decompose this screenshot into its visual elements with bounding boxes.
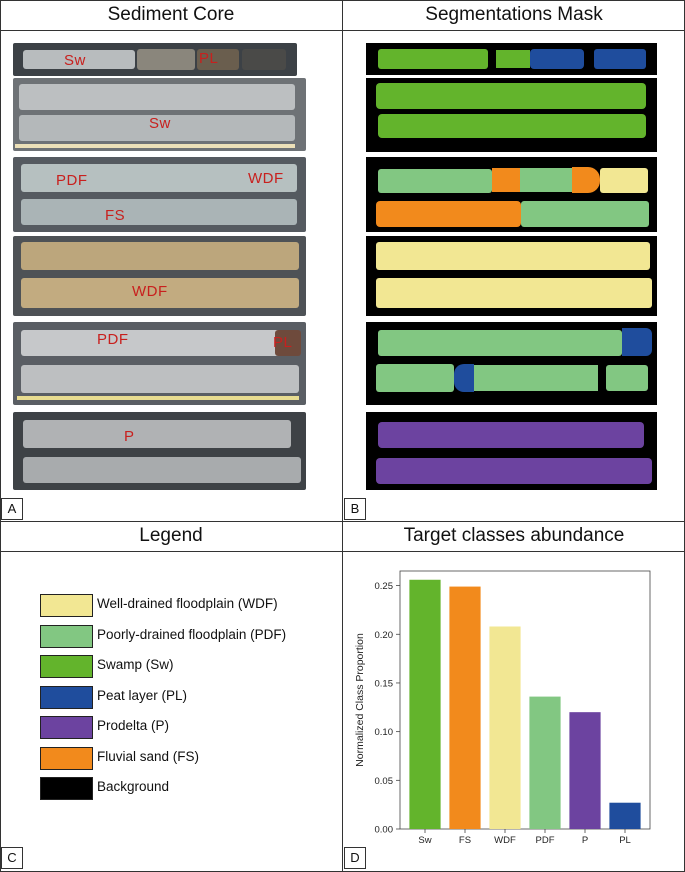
legend-label: Fluvial sand (FS) [97, 748, 200, 764]
core-box-6 [13, 412, 306, 490]
mask-box-5 [366, 322, 657, 405]
core-box-3 [13, 157, 306, 232]
legend-swatch [40, 716, 93, 739]
bar-wdf [489, 626, 521, 829]
panel-d-title: Target classes abundance [403, 525, 625, 546]
core-label: WDF [132, 283, 168, 300]
core-box-5 [13, 322, 306, 405]
core-label: P [124, 428, 135, 445]
legend-swatch [40, 594, 93, 617]
core-label: FS [105, 207, 126, 224]
legend-label: Poorly-drained floodplain (PDF) [97, 626, 287, 642]
legend-label: Swamp (Sw) [97, 657, 174, 672]
core-label: Sw [149, 115, 171, 132]
legend-swatch [40, 777, 93, 800]
x-tick-label: PL [619, 835, 631, 846]
mask-box-6 [366, 412, 657, 490]
core-label: PL [199, 50, 219, 67]
bar-sw [409, 579, 441, 829]
core-box-1 [13, 43, 297, 76]
legend-label: Well-drained floodplain (WDF) [97, 596, 278, 611]
mask-box-1 [366, 43, 657, 75]
panel-c-tag: C [1, 847, 23, 869]
core-label: PL [273, 334, 293, 351]
panel-b-title: Segmentations Mask [425, 4, 603, 25]
title-divider-top [0, 30, 685, 31]
x-tick-label: FS [459, 835, 471, 846]
x-tick-label: PDF [536, 835, 555, 846]
panel-b-tag: B [344, 498, 366, 520]
core-label: PDF [56, 172, 88, 189]
legend-swatch [40, 746, 93, 770]
bar-pl [609, 802, 641, 829]
bar-p [569, 712, 601, 829]
y-tick-label: 0.00 [375, 825, 394, 836]
legend-swatch [40, 624, 93, 648]
core-label: PDF [97, 331, 129, 348]
legend-swatch [40, 685, 93, 709]
panel-a-title: Sediment Core [107, 4, 235, 25]
y-tick-label: 0.05 [375, 776, 394, 787]
vertical-divider [342, 0, 343, 872]
x-tick-label: P [582, 835, 588, 846]
panel-d-tag: D [344, 847, 366, 869]
y-tick-label: 0.15 [375, 678, 394, 689]
bar-fs [449, 586, 481, 829]
y-tick-label: 0.20 [375, 630, 394, 641]
y-tick-label: 0.10 [375, 727, 394, 738]
panel-a-tag: A [1, 498, 23, 520]
core-label: WDF [248, 170, 284, 187]
bar-pdf [529, 696, 561, 829]
legend-label: Peat layer (PL) [97, 687, 188, 703]
plot-frame [399, 570, 651, 830]
row-divider [0, 521, 685, 522]
legend-label: Background [97, 779, 170, 794]
x-tick-label: WDF [494, 835, 516, 846]
y-axis-label: Normalized Class Proportion [354, 633, 366, 767]
core-box-2 [13, 78, 306, 151]
title-divider-bottom [0, 551, 685, 552]
y-tick-label: 0.25 [375, 581, 394, 592]
core-box-4 [13, 236, 306, 316]
mask-box-2 [366, 78, 657, 152]
x-tick-label: Sw [418, 835, 431, 846]
legend-swatch [40, 655, 93, 678]
legend-label: Prodelta (P) [97, 718, 170, 733]
mask-box-3 [366, 157, 657, 232]
mask-box-4 [366, 236, 657, 316]
panel-c-title: Legend [139, 525, 203, 546]
core-label: Sw [64, 52, 86, 69]
